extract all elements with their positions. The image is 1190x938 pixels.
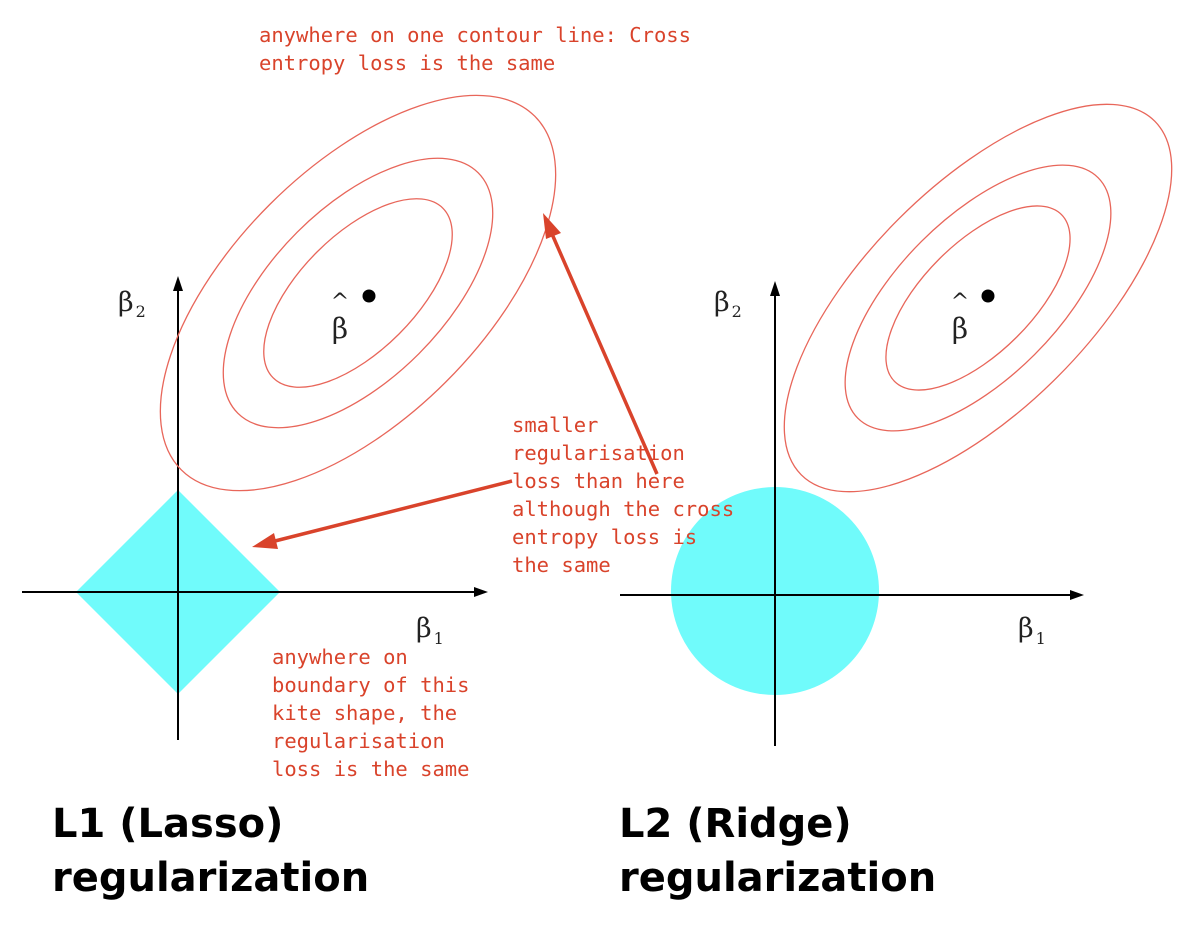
kite-arrow-head-icon bbox=[252, 533, 278, 549]
l2-title: L2 (Ridge) regularization bbox=[619, 801, 937, 901]
l2-estimate-dot bbox=[981, 289, 995, 303]
l2-x-axis-arrowhead bbox=[1070, 590, 1084, 600]
regularisation-comparison-note: smaller regularisation loss than here al… bbox=[512, 413, 735, 577]
l2-contour-line bbox=[844, 164, 1112, 432]
l1-title: L1 (Lasso) regularization bbox=[52, 801, 370, 901]
contour-line-note: anywhere on one contour line: Cross entr… bbox=[259, 23, 691, 75]
l1-estimate-dot bbox=[362, 289, 376, 303]
l2-contour-line bbox=[783, 103, 1173, 493]
l1-contour-lines bbox=[159, 94, 557, 492]
l2-estimate-label: β bbox=[952, 312, 968, 345]
contour-arrow-line bbox=[550, 233, 659, 475]
l1-contour-line bbox=[159, 94, 557, 492]
l1-x-axis-arrowhead bbox=[474, 587, 488, 597]
contour-arrow-head-icon bbox=[543, 213, 561, 239]
l2-contour-lines bbox=[783, 103, 1173, 493]
l1-estimate-hat-icon: ^ bbox=[331, 290, 349, 315]
l1-y-axis-arrowhead bbox=[173, 276, 183, 291]
annotation-arrows bbox=[252, 213, 659, 549]
l2-estimate-hat-icon: ^ bbox=[951, 290, 969, 315]
l1-contour-line bbox=[263, 198, 453, 388]
kite-arrow-line bbox=[274, 479, 513, 543]
l1-contour-line bbox=[222, 157, 494, 429]
kite-boundary-note: anywhere on boundary of this kite shape,… bbox=[272, 645, 470, 781]
l2-contour-line bbox=[885, 205, 1071, 391]
l1-estimate-label: β bbox=[332, 312, 348, 345]
l2-y-axis-arrowhead bbox=[770, 281, 780, 296]
